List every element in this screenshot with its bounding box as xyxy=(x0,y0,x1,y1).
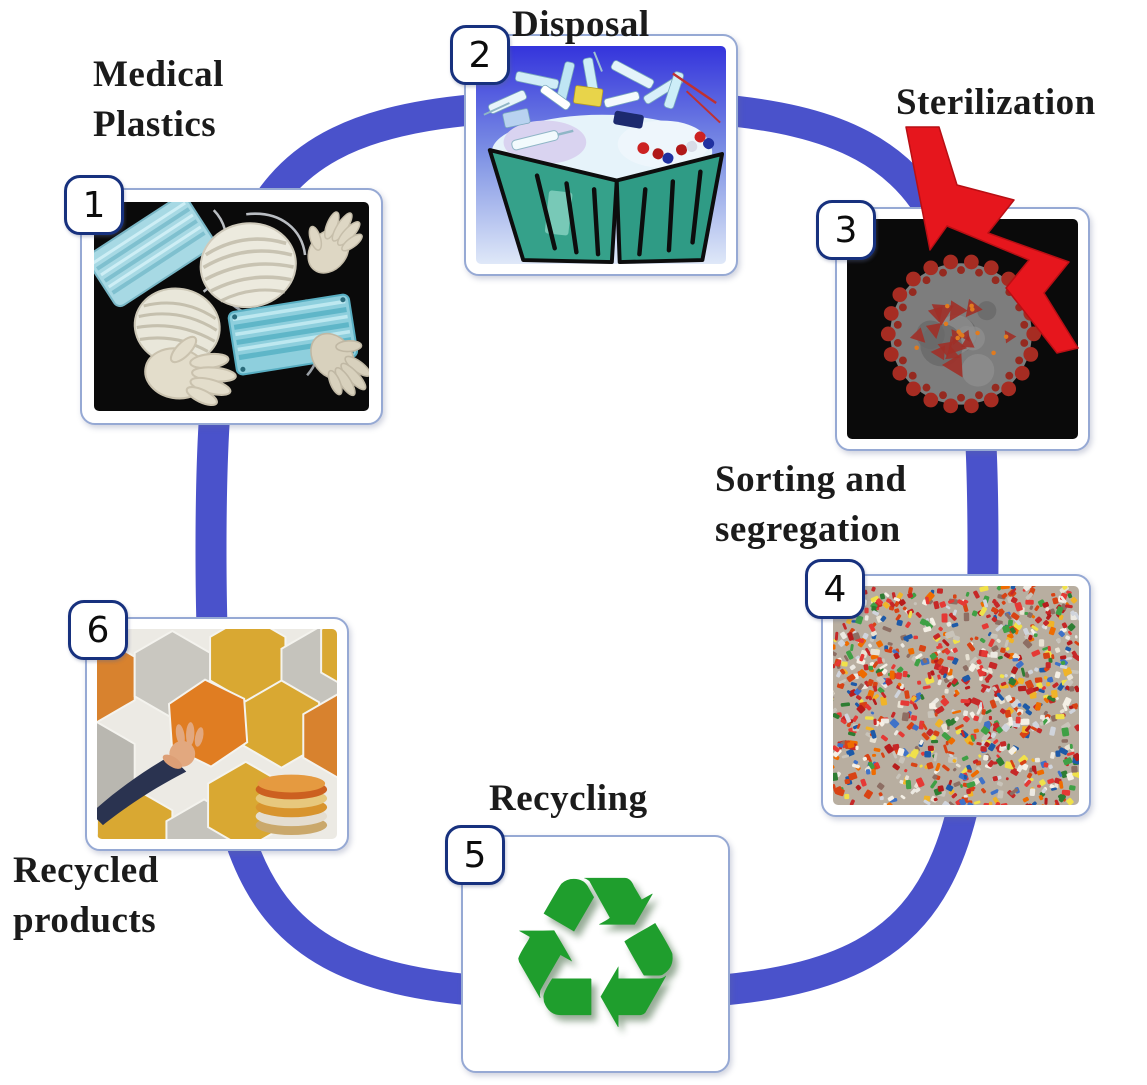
step-label-sterilization: Sterilization xyxy=(896,82,1096,123)
recycling-icon: ♻ xyxy=(500,847,691,1061)
step-label-recycling: Recycling xyxy=(489,778,648,819)
plastic-granules-photo xyxy=(833,586,1079,805)
step-label-sorting-segregation: Sorting and segregation xyxy=(715,459,907,550)
step-badge-3: 3 xyxy=(816,200,876,260)
step-badge-6: 6 xyxy=(68,600,128,660)
stacked-cushions xyxy=(255,774,328,836)
medical-plastics-photo xyxy=(94,202,369,411)
coronavirus-photo xyxy=(847,219,1078,439)
recycling-symbol-icon: ♻ xyxy=(473,847,718,1061)
step-badge-2: 2 xyxy=(450,25,510,85)
recycled-products-photo xyxy=(97,629,337,839)
step-badge-4: 4 xyxy=(805,559,865,619)
disposal-bin-illustration xyxy=(476,46,726,264)
step-label-medical-plastics: Medical Plastics xyxy=(93,54,224,145)
step-badge-1: 1 xyxy=(64,175,124,235)
card-medical-plastics xyxy=(80,188,383,425)
step-badge-5: 5 xyxy=(445,825,505,885)
hand-placing-tile xyxy=(97,722,204,826)
step-label-disposal: Disposal xyxy=(512,4,650,45)
step-label-recycled-products: Recycled products xyxy=(13,850,159,941)
